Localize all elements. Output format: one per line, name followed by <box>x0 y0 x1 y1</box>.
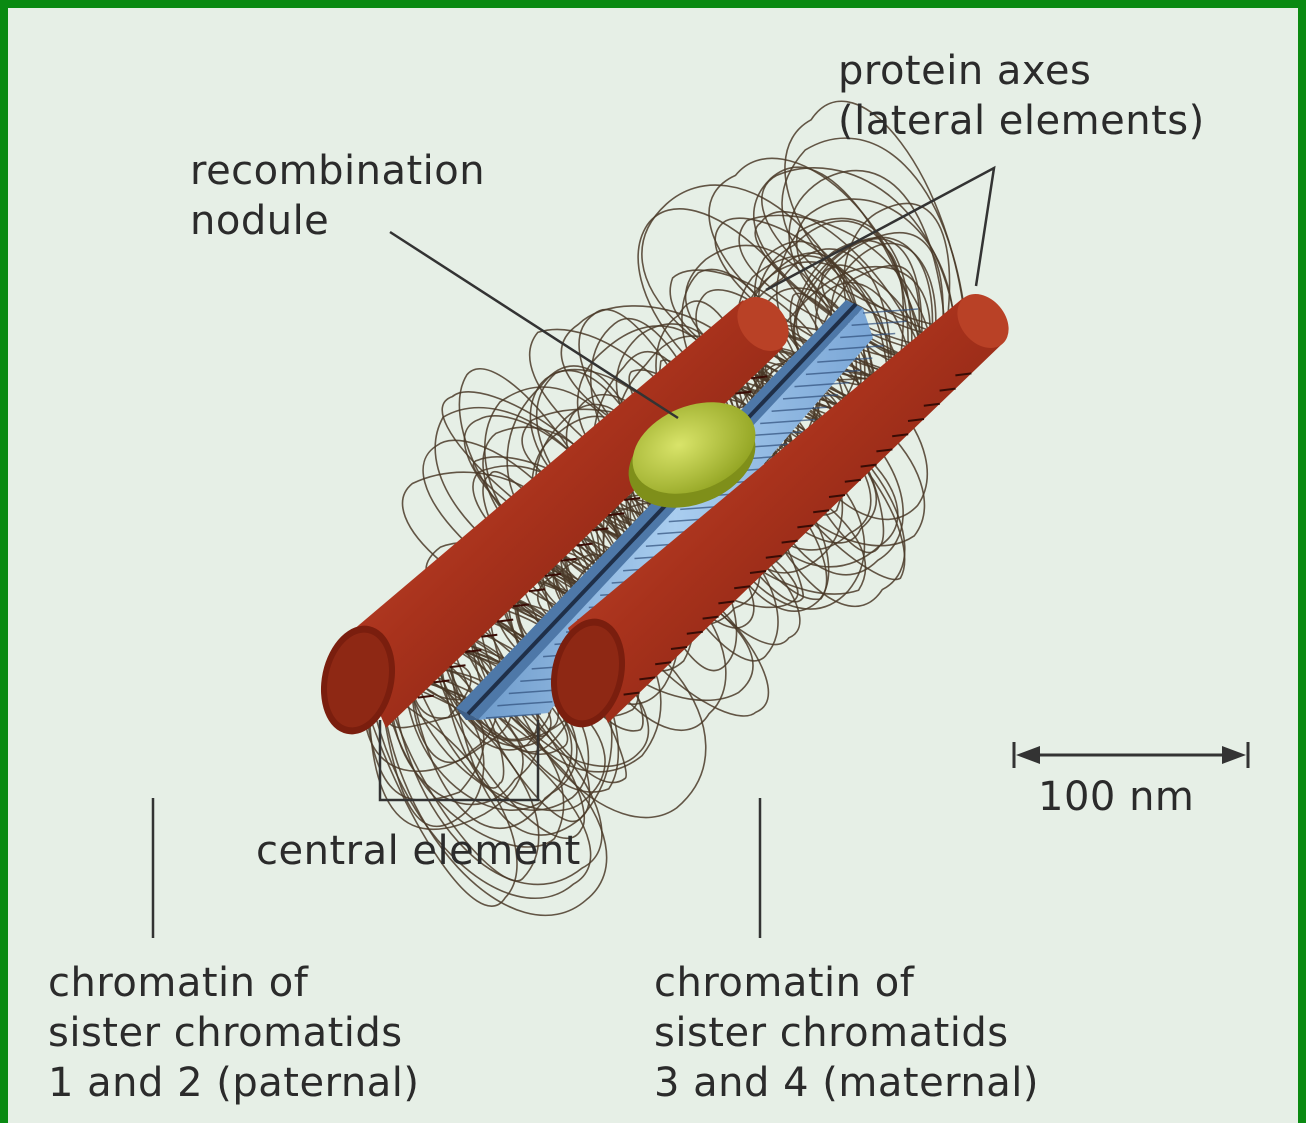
label-chromatin-right-line1: chromatin of <box>654 958 1039 1008</box>
leader-protein-axes <box>766 168 994 290</box>
label-scale-bar: 100 nm <box>1038 772 1194 822</box>
label-chromatin-right-line2: sister chromatids <box>654 1008 1039 1058</box>
scale-bar <box>1014 742 1248 768</box>
label-recombination-nodule-line2: nodule <box>190 196 485 246</box>
label-recombination-nodule: recombination nodule <box>190 146 485 246</box>
label-chromatin-left-line1: chromatin of <box>48 958 419 1008</box>
label-recombination-nodule-line1: recombination <box>190 146 485 196</box>
label-protein-axes: protein axes (lateral elements) <box>838 46 1205 146</box>
label-chromatin-right: chromatin of sister chromatids 3 and 4 (… <box>654 958 1039 1108</box>
label-chromatin-left-line3: 1 and 2 (paternal) <box>48 1058 419 1108</box>
rod-tick <box>418 696 434 698</box>
diagram-frame: protein axes (lateral elements) recombin… <box>8 8 1298 1123</box>
label-central-element: central element <box>256 826 581 876</box>
label-protein-axes-line2: (lateral elements) <box>838 96 1205 146</box>
label-protein-axes-line1: protein axes <box>838 46 1205 96</box>
label-chromatin-left: chromatin of sister chromatids 1 and 2 (… <box>48 958 419 1108</box>
label-chromatin-left-line2: sister chromatids <box>48 1008 419 1058</box>
label-chromatin-right-line3: 3 and 4 (maternal) <box>654 1058 1039 1108</box>
